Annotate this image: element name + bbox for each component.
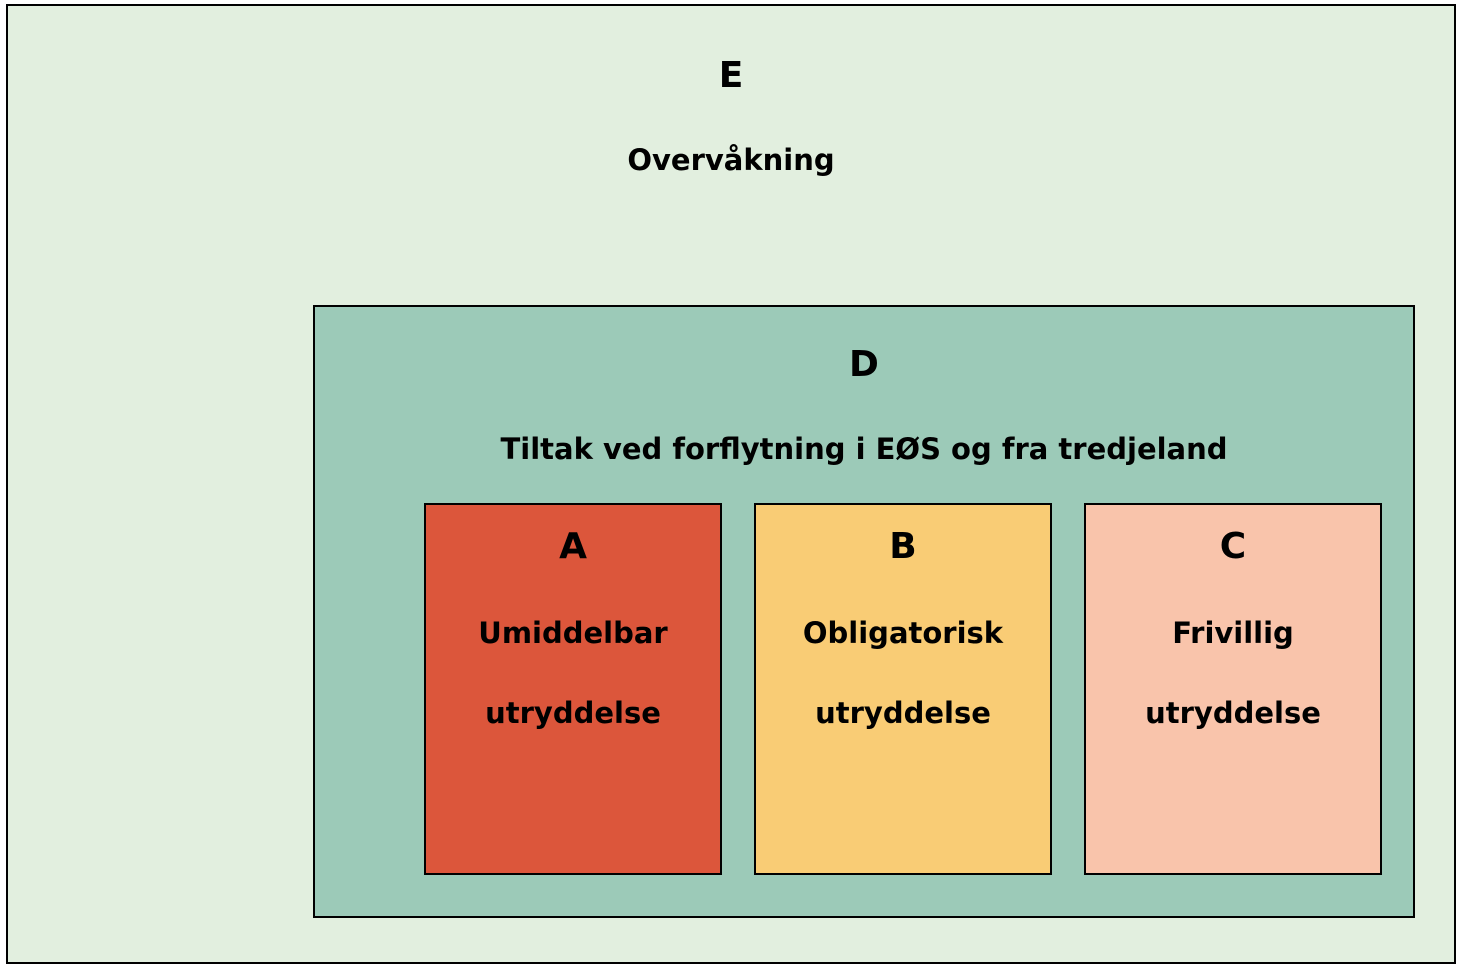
box-a-line1: Umiddelbar	[478, 616, 668, 650]
box-b-line2: utryddelse	[815, 696, 991, 730]
box-d-letter: D	[849, 344, 879, 385]
box-d-title: Tiltak ved forflytning i EØS og fra tred…	[500, 432, 1228, 466]
box-c-letter: C	[1219, 526, 1247, 567]
box-a-line2: utryddelse	[485, 696, 661, 730]
box-e-letter: E	[718, 55, 744, 96]
box-e-title: Overvåkning	[627, 143, 835, 177]
box-c-line2: utryddelse	[1145, 696, 1321, 730]
eradication-box-b: B Obligatorisk utryddelse	[754, 503, 1052, 875]
eradication-box-c: C Frivillig utryddelse	[1084, 503, 1382, 875]
box-c-line1: Frivillig	[1172, 616, 1294, 650]
eradication-box-a: A Umiddelbar utryddelse	[424, 503, 722, 875]
box-b-letter: B	[889, 526, 917, 567]
box-a-letter: A	[559, 526, 587, 567]
box-b-line1: Obligatorisk	[802, 616, 1004, 650]
